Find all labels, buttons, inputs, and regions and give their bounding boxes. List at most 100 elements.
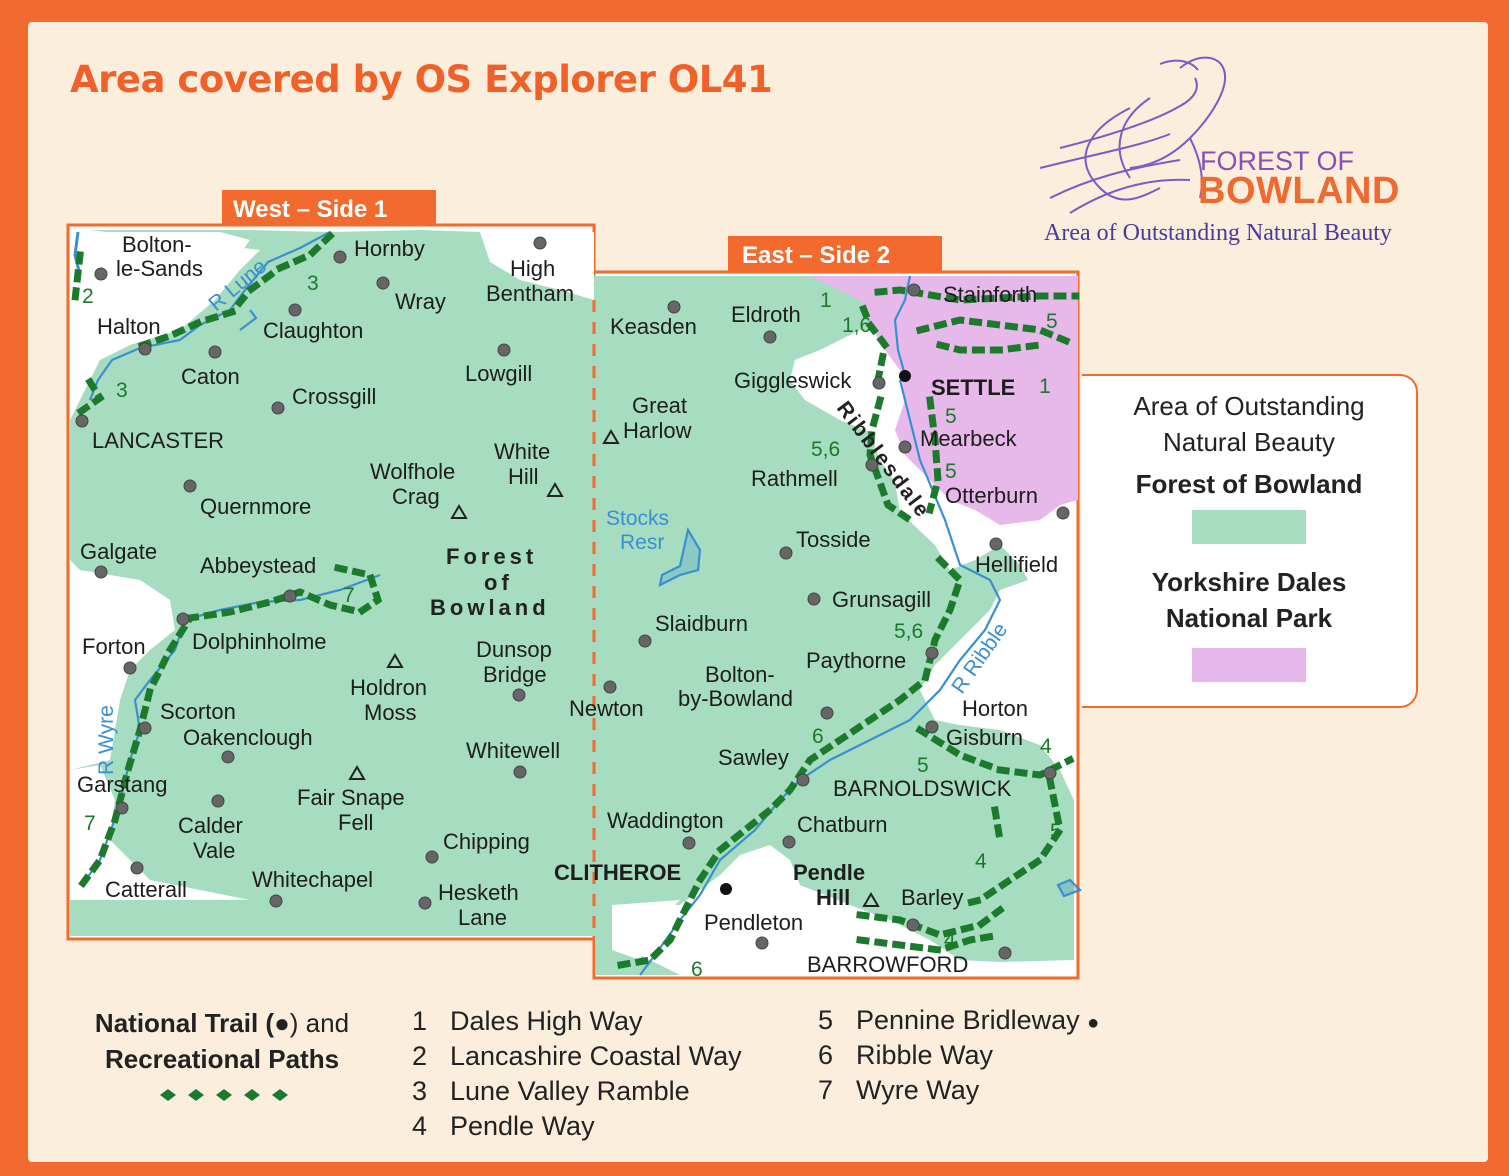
label-pendle-hill: Hill (816, 885, 850, 910)
trail-symbol (160, 1089, 288, 1101)
nonaonb-east-top (790, 330, 1000, 570)
label-giggleswick: Giggleswick (734, 368, 852, 393)
label-hornby: Hornby (354, 236, 425, 261)
label-bolton-by-bowland-2: by-Bowland (678, 686, 793, 711)
logo-line1: FOREST OF (1200, 146, 1355, 176)
svg-text:1,6: 1,6 (842, 314, 871, 337)
svg-text:7: 7 (343, 584, 355, 607)
place-labels: Bolton- le-Sands Hornby High Bentham Wra… (77, 232, 1058, 977)
label-forton: Forton (82, 634, 146, 659)
label-pendle: Pendle (793, 860, 865, 885)
logo-line2: BOWLAND (1198, 170, 1400, 212)
legend-ydnp-line2: National Park (1165, 603, 1333, 633)
town-markers (720, 370, 911, 895)
label-galgate: Galgate (80, 539, 157, 564)
svg-text:1: 1 (1039, 375, 1051, 398)
label-barrowford: BARROWFORD (807, 952, 968, 977)
label-barley: Barley (901, 885, 963, 910)
label-fair-snape: Fair Snape (297, 785, 405, 810)
acorn-icon: ● (274, 1008, 290, 1038)
svg-text:6: 6 (691, 958, 703, 981)
legend-box: Area of Outstanding Natural Beauty Fores… (1082, 374, 1418, 708)
paths-legend-line2: Recreational Paths (104, 1044, 340, 1074)
legend-aonb-line2: Natural Beauty (1163, 427, 1335, 457)
paths-legend-text-a: National Trail ( (94, 1008, 275, 1038)
label-great: Great (632, 393, 687, 418)
svg-text:7: 7 (84, 812, 96, 835)
label-eldroth: Eldroth (731, 302, 801, 327)
label-hill: Hill (508, 464, 539, 489)
label-bridge: Bridge (483, 662, 547, 687)
legend-aonb-name: Forest of Bowland (1135, 469, 1363, 499)
label-of: of (484, 570, 513, 595)
label-bolton-le-sands-1: Bolton- (122, 232, 192, 257)
label-stocks: Stocks (606, 507, 669, 530)
tab-east[interactable]: East – Side 2 (728, 236, 942, 273)
label-vale: Vale (193, 838, 235, 863)
tab-west[interactable]: West – Side 1 (222, 190, 436, 226)
route-numbers: 2 3 3 7 7 1 1,6 5 1 5 5,6 5 5,6 6 5 4 5 … (82, 272, 1062, 981)
svg-text:5: 5 (945, 460, 957, 483)
svg-text:6: 6 (812, 725, 824, 748)
label-bowland: Bowland (430, 595, 550, 620)
paths-legend: National Trail (●) and Recreational Path… (72, 1005, 372, 1111)
label-stainforth: Stainforth (943, 282, 1037, 307)
label-harlow: Harlow (623, 418, 692, 443)
label-wray: Wray (395, 289, 446, 314)
label-calder: Calder (178, 813, 243, 838)
nonaonb-pendle (690, 850, 800, 975)
svg-text:4: 4 (1040, 735, 1052, 758)
label-newton: Newton (569, 696, 644, 721)
label-hellifield: Hellifield (975, 552, 1058, 577)
tab-west-label: West – Side 1 (233, 196, 387, 223)
label-clitheroe: CLITHEROE (554, 860, 681, 885)
svg-text:5: 5 (1050, 820, 1062, 843)
tab-east-label: East – Side 2 (742, 242, 890, 269)
label-waddington: Waddington (607, 808, 724, 833)
label-rathmell: Rathmell (751, 466, 838, 491)
label-tosside: Tosside (796, 527, 871, 552)
label-high: High (510, 256, 555, 281)
label-whitechapel: Whitechapel (252, 867, 373, 892)
place-markers (75, 236, 1070, 960)
label-moss: Moss (364, 700, 417, 725)
label-settle: SETTLE (931, 375, 1015, 400)
label-dolphinholme: Dolphinholme (192, 629, 327, 654)
label-r-wyre: R Wyre (95, 705, 118, 775)
label-whitewell: Whitewell (466, 738, 560, 763)
legend-aonb-line1: Area of Outstanding (1133, 391, 1365, 421)
label-caton: Caton (181, 364, 240, 389)
svg-text:3: 3 (116, 379, 128, 402)
label-wolfhole: Wolfhole (370, 459, 455, 484)
label-mearbeck: Mearbeck (920, 426, 1018, 451)
svg-text:2: 2 (82, 285, 94, 308)
label-bentham: Bentham (486, 281, 574, 306)
label-grunsagill: Grunsagill (832, 587, 931, 612)
svg-text:5,6: 5,6 (894, 620, 923, 643)
label-crag: Crag (392, 484, 440, 509)
page-title: Area covered by OS Explorer OL41 (70, 58, 773, 101)
legend-ydnp-line1: Yorkshire Dales (1151, 567, 1347, 597)
label-keasden: Keasden (610, 314, 697, 339)
logo-tagline: Area of Outstanding Natural Beauty (1044, 220, 1392, 246)
svg-text:5: 5 (1046, 310, 1058, 333)
label-horton: Horton (962, 696, 1028, 721)
label-chatburn: Chatburn (797, 812, 888, 837)
label-claughton: Claughton (263, 318, 363, 343)
paths-legend-line1: National Trail (●) and (72, 1005, 372, 1041)
label-holdron: Holdron (350, 675, 427, 700)
svg-text:4: 4 (975, 850, 987, 873)
label-lancaster: LANCASTER (92, 428, 224, 453)
svg-text:4: 4 (944, 929, 956, 952)
label-forest: Forest (446, 544, 537, 569)
bird-of-prey-icon (1039, 56, 1227, 214)
label-otterburn: Otterburn (945, 483, 1038, 508)
